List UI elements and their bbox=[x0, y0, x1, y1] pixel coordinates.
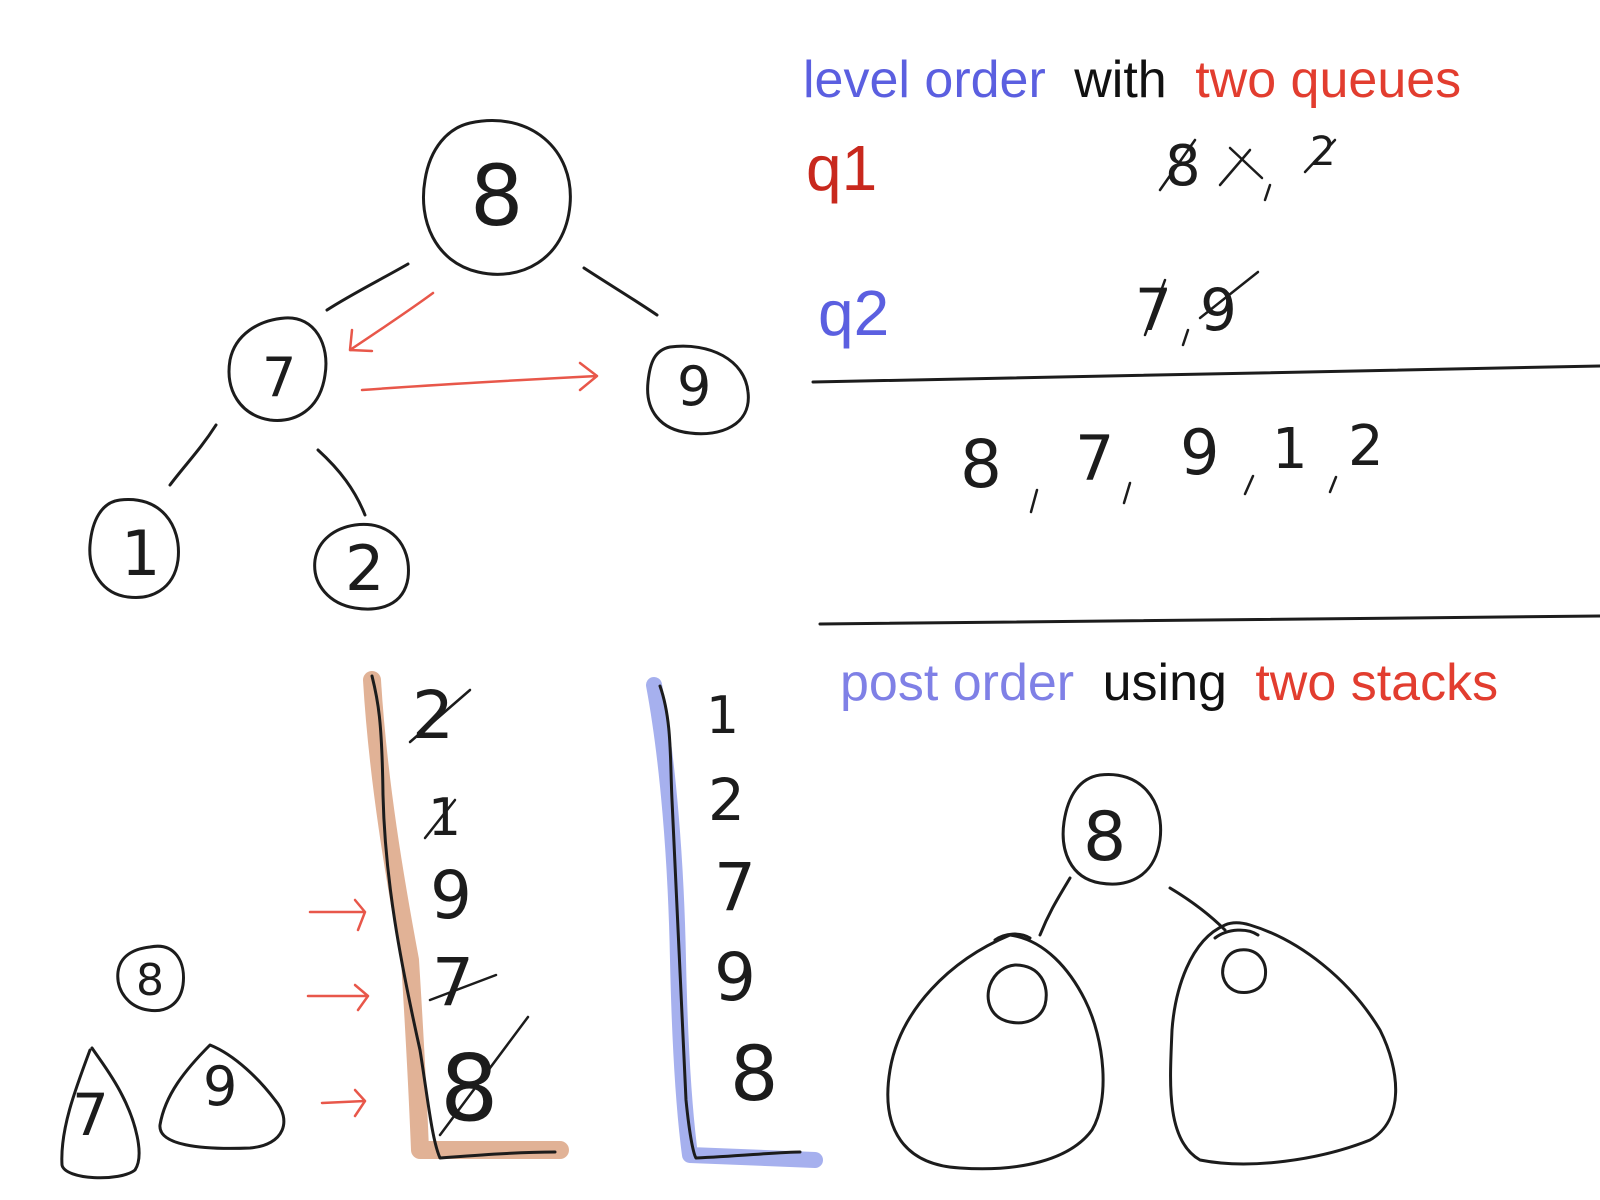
stack-one-item-1: 1 bbox=[428, 788, 461, 848]
divider-bottom bbox=[818, 614, 1600, 626]
q2-item-1: 9 bbox=[1200, 276, 1237, 344]
q2-label: q2 bbox=[818, 277, 889, 349]
q1-contents: 8 2 bbox=[1158, 129, 1337, 202]
tree-node-leftleaf-value: 1 bbox=[121, 517, 160, 590]
output-item-4: 2 bbox=[1348, 414, 1384, 479]
tree-node-rightleaf-circle bbox=[313, 522, 410, 611]
mini-tree-left-subtree bbox=[60, 1046, 141, 1180]
heading-two-queues-text: two queues bbox=[1195, 51, 1461, 109]
tree-node-root-circle bbox=[422, 119, 572, 276]
tree-edge-left-leftleaf bbox=[168, 423, 218, 487]
output-item-2: 9 bbox=[1180, 416, 1219, 489]
mini-tree-right-subtree bbox=[158, 1043, 286, 1150]
stack-one-item-2: 9 bbox=[430, 857, 472, 934]
tree-edge-root-left bbox=[325, 262, 410, 312]
post-tree-edge-left bbox=[1038, 876, 1072, 937]
q2-item-1-strike bbox=[1198, 270, 1260, 320]
mini-tree-root-circle bbox=[116, 944, 185, 1013]
stack-one-item-3-strike bbox=[428, 973, 498, 1002]
stack-one-item-4: 8 bbox=[440, 1035, 499, 1142]
post-tree-left-subtree bbox=[886, 933, 1105, 1171]
heading-with-text: with bbox=[1073, 51, 1166, 109]
q2-comma bbox=[1181, 328, 1190, 347]
post-tree-root-value: 8 bbox=[1083, 798, 1126, 877]
stack-one-item-0-strike bbox=[408, 688, 472, 744]
stack-one-outline bbox=[370, 674, 557, 1160]
post-order-heading: post order using two stacks bbox=[840, 654, 1498, 712]
push-arrow-1 bbox=[308, 898, 367, 932]
tree-node-right-value: 9 bbox=[677, 355, 711, 418]
stack-one: 2 1 9 7 8 bbox=[363, 671, 569, 1160]
post-tree-left-child-cap bbox=[993, 932, 1032, 942]
stack-one-item-0: 2 bbox=[412, 677, 454, 754]
post-tree-root-circle bbox=[1061, 772, 1163, 886]
output-comma-1 bbox=[1122, 481, 1132, 505]
output-item-3: 1 bbox=[1272, 417, 1308, 482]
q2-item-0-strike bbox=[1143, 278, 1167, 337]
stack-one-item-4-strike bbox=[438, 1015, 530, 1137]
level-order-tree: 8 7 9 1 2 bbox=[88, 119, 750, 611]
stack-two-item-1: 2 bbox=[708, 766, 745, 834]
stack-two-item-4: 8 bbox=[730, 1029, 778, 1118]
tree-node-right-circle bbox=[646, 344, 750, 436]
stack-one-item-3: 7 bbox=[432, 944, 474, 1021]
q1-item-2-strike bbox=[1303, 138, 1337, 174]
tree-node-leftleaf-circle bbox=[88, 497, 180, 600]
post-tree-right-child-cap bbox=[1213, 928, 1260, 940]
q1-item-0-strike bbox=[1158, 138, 1197, 192]
q1-item-0: 8 bbox=[1165, 134, 1201, 199]
output-comma-2 bbox=[1243, 474, 1255, 496]
mini-tree-root-value: 8 bbox=[136, 955, 164, 1006]
stack-two-item-3: 9 bbox=[714, 939, 756, 1016]
tree-node-root-value: 8 bbox=[470, 147, 523, 245]
stack-two-item-2: 7 bbox=[714, 849, 756, 926]
tree-edge-root-right bbox=[582, 266, 659, 317]
stack-one-highlight bbox=[363, 671, 569, 1159]
q1-comma bbox=[1263, 183, 1272, 202]
tree-edge-left-rightleaf bbox=[316, 448, 367, 517]
output-comma-0 bbox=[1029, 488, 1039, 514]
mini-tree: 8 7 9 bbox=[60, 944, 286, 1180]
mini-tree-right-value: 9 bbox=[203, 1055, 237, 1118]
q1-item-1-glyph bbox=[1218, 146, 1264, 187]
traversal-arrow-root-to-left bbox=[348, 291, 435, 353]
post-order-tree: 8 bbox=[886, 772, 1398, 1171]
tree-node-left-circle bbox=[227, 316, 328, 422]
post-tree-right-child-circle bbox=[1221, 948, 1268, 994]
output-item-0: 8 bbox=[960, 426, 1002, 503]
heading-post-order-text: post order bbox=[840, 654, 1074, 712]
q2-contents: 7 9 bbox=[1135, 270, 1260, 347]
tree-node-rightleaf-value: 2 bbox=[345, 532, 384, 605]
traversal-arrow-left-to-right bbox=[360, 361, 599, 392]
output-item-1: 7 bbox=[1075, 422, 1114, 495]
post-tree-right-subtree bbox=[1169, 921, 1398, 1166]
post-tree-edge-right bbox=[1168, 886, 1227, 932]
stack-two: 1 2 7 9 8 bbox=[646, 677, 823, 1168]
push-arrow-3 bbox=[320, 1088, 367, 1118]
level-order-heading: level order with two queues bbox=[803, 51, 1461, 109]
q1-label: q1 bbox=[806, 132, 877, 204]
stack-two-item-0: 1 bbox=[706, 686, 739, 746]
output-comma-3 bbox=[1328, 475, 1338, 494]
tree-node-left-value: 7 bbox=[262, 346, 296, 409]
divider-top bbox=[811, 364, 1600, 384]
heading-using-text: using bbox=[1103, 654, 1227, 712]
post-tree-left-child-circle bbox=[986, 963, 1048, 1025]
stack-push-arrows bbox=[306, 898, 370, 1118]
level-order-output: 8 7 9 1 2 bbox=[960, 414, 1384, 514]
heading-level-order-text: level order bbox=[803, 51, 1046, 109]
push-arrow-2 bbox=[306, 983, 370, 1012]
stack-two-outline bbox=[658, 684, 802, 1160]
stack-one-item-1-strike bbox=[423, 798, 457, 840]
heading-two-stacks-text: two stacks bbox=[1255, 654, 1498, 712]
mini-tree-left-value: 7 bbox=[72, 1081, 109, 1149]
